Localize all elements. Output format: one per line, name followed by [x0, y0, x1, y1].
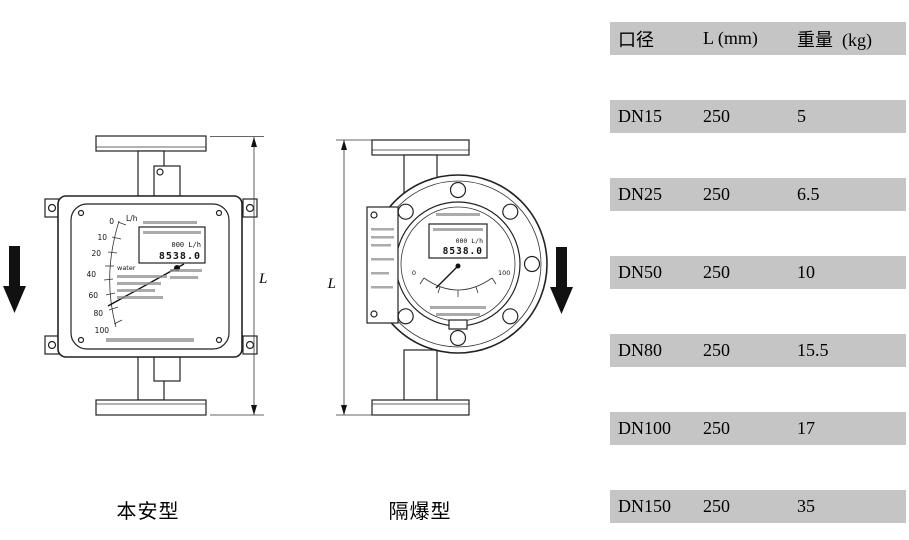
dimension-line-right-meter: L [327, 139, 372, 416]
cell-length: 250 [703, 340, 730, 360]
flow-down-arrow-right-icon [550, 247, 573, 314]
fine-print-line [433, 228, 483, 231]
header-weight: 重量 (kg) [797, 29, 872, 50]
terminal-plate [366, 206, 399, 324]
lcd-total-value: 8538.0 [159, 251, 201, 262]
scale-tick-10: 10 [97, 233, 107, 242]
fine-print-line [371, 258, 394, 261]
cell-length: 250 [703, 184, 730, 204]
fine-print-line [371, 272, 389, 275]
cell-weight: 17 [797, 418, 815, 438]
bottom-bracket [153, 356, 181, 382]
cell-diameter: DN25 [618, 184, 662, 204]
fine-print-line [143, 221, 197, 224]
explosion-proof-meter-drawing: L [327, 139, 573, 416]
lcd-total-value: 8538.0 [443, 246, 483, 257]
cell-diameter: DN150 [618, 496, 671, 516]
caption-intrinsically-safe: 本安型 [116, 501, 180, 523]
fine-print-line [371, 236, 394, 239]
dimension-line-left-meter: L [210, 136, 267, 416]
table-row: DN15 250 5 [610, 100, 906, 133]
fine-print-line [117, 275, 167, 278]
spec-table-header: 口径 L (mm) 重量 (kg) [610, 22, 906, 55]
header-length: L (mm) [703, 28, 758, 48]
scale-tick-80: 80 [93, 309, 103, 318]
fine-print-line [436, 213, 480, 216]
intrinsically-safe-meter-drawing: 0 10 20 40 60 80 100 L/h 000 L/h 8538.0 [3, 135, 267, 416]
scale-tick-40: 40 [86, 270, 96, 279]
cell-length: 250 [703, 418, 730, 438]
cell-length: 250 [703, 262, 730, 282]
spec-table: 口径 L (mm) 重量 (kg) DN15 250 5 DN25 250 6.… [610, 22, 906, 540]
meter-face: 000 L/h 8538.0 0 100 [412, 213, 510, 330]
scale-tick-0: 0 [109, 217, 114, 226]
table-row: DN25 250 6.5 [610, 178, 906, 211]
cell-diameter: DN50 [618, 262, 662, 282]
dial-max-label: 100 [498, 269, 510, 277]
indicator-needle [435, 263, 461, 289]
fine-print-line [170, 276, 198, 279]
table-row: DN50 250 10 [610, 256, 906, 289]
lcd-display: 000 L/h 8538.0 [138, 221, 206, 264]
bottom-flange [371, 399, 470, 416]
dimension-label-right: L [327, 276, 336, 292]
fine-print-line [371, 244, 391, 247]
cell-length: 250 [703, 106, 730, 126]
cell-length: 250 [703, 496, 730, 516]
scale-tick-100: 100 [95, 326, 110, 335]
lcd-flow-value: 000 L/h [171, 241, 201, 249]
fine-print-line [436, 313, 480, 316]
fine-print-line [170, 269, 202, 272]
fine-print-line [143, 231, 201, 234]
fine-print-line [117, 296, 163, 299]
table-row: DN80 250 15.5 [610, 334, 906, 367]
fine-print-line [430, 306, 486, 309]
scale-tick-20: 20 [91, 249, 101, 258]
top-flange [95, 135, 207, 152]
table-row: DN150 250 35 [610, 490, 906, 523]
cell-diameter: DN80 [618, 340, 662, 360]
cell-diameter: DN15 [618, 106, 662, 126]
scale-tick-60: 60 [88, 291, 98, 300]
fine-print-line [117, 289, 155, 292]
dimension-label-left: L [258, 271, 267, 287]
flow-down-arrow-left-icon [3, 246, 26, 313]
brand-tag [448, 319, 468, 330]
fine-print-line [371, 286, 393, 289]
fine-print-line [106, 338, 194, 342]
fine-print-line [371, 228, 394, 231]
fine-print-line [117, 282, 161, 285]
round-housing [368, 174, 548, 354]
header-diameter: 口径 [618, 29, 654, 50]
cell-weight: 5 [797, 106, 806, 126]
medium-label: water [117, 264, 136, 272]
caption-explosion-proof: 隔爆型 [388, 501, 452, 523]
cell-diameter: DN100 [618, 418, 671, 438]
table-row: DN100 250 17 [610, 412, 906, 445]
lcd-flow-value: 000 L/h [456, 237, 483, 245]
dial-scale: 0 100 [412, 269, 510, 297]
cell-weight: 15.5 [797, 340, 829, 360]
cell-weight: 10 [797, 262, 815, 282]
bottom-flange [95, 399, 207, 416]
dial-min-label: 0 [412, 269, 416, 277]
cell-weight: 6.5 [797, 184, 820, 204]
bottom-neck [403, 349, 438, 401]
spec-table-rows: DN15 250 5 DN25 250 6.5 DN50 250 10 DN80… [610, 100, 906, 523]
flow-scale: 0 10 20 40 60 80 100 L/h [86, 214, 137, 335]
top-flange [371, 139, 470, 156]
scale-unit-label: L/h [126, 214, 138, 223]
spec-fine-print: water [106, 264, 202, 342]
cell-weight: 35 [797, 496, 815, 516]
